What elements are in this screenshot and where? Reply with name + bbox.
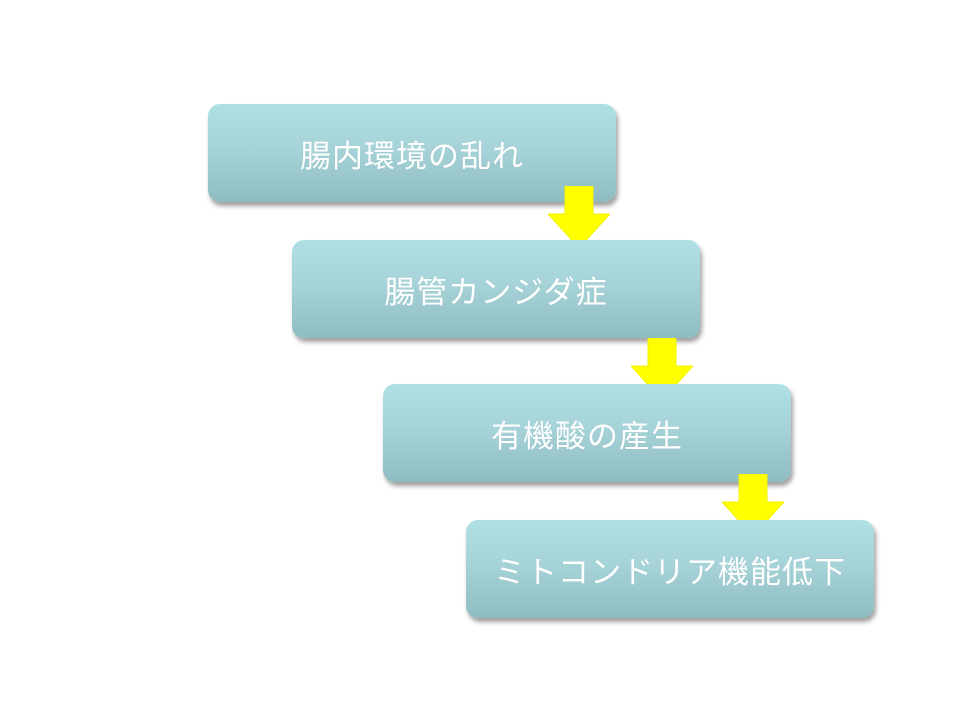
arrow-down-icon — [722, 474, 784, 536]
flow-step-3: 有機酸の産生 — [383, 384, 791, 482]
flow-step-3-label: 有機酸の産生 — [491, 418, 683, 455]
flow-step-1: 腸内環境の乱れ — [208, 104, 616, 202]
flow-step-1-label: 腸内環境の乱れ — [300, 138, 524, 175]
arrow-down-icon — [631, 338, 693, 400]
arrow-down-icon — [548, 186, 610, 248]
flow-step-2: 腸管カンジダ症 — [292, 240, 700, 338]
flow-step-2-label: 腸管カンジダ症 — [384, 274, 608, 311]
flow-step-4-label: ミトコンドリア機能低下 — [494, 554, 846, 591]
flow-step-4: ミトコンドリア機能低下 — [466, 520, 874, 618]
